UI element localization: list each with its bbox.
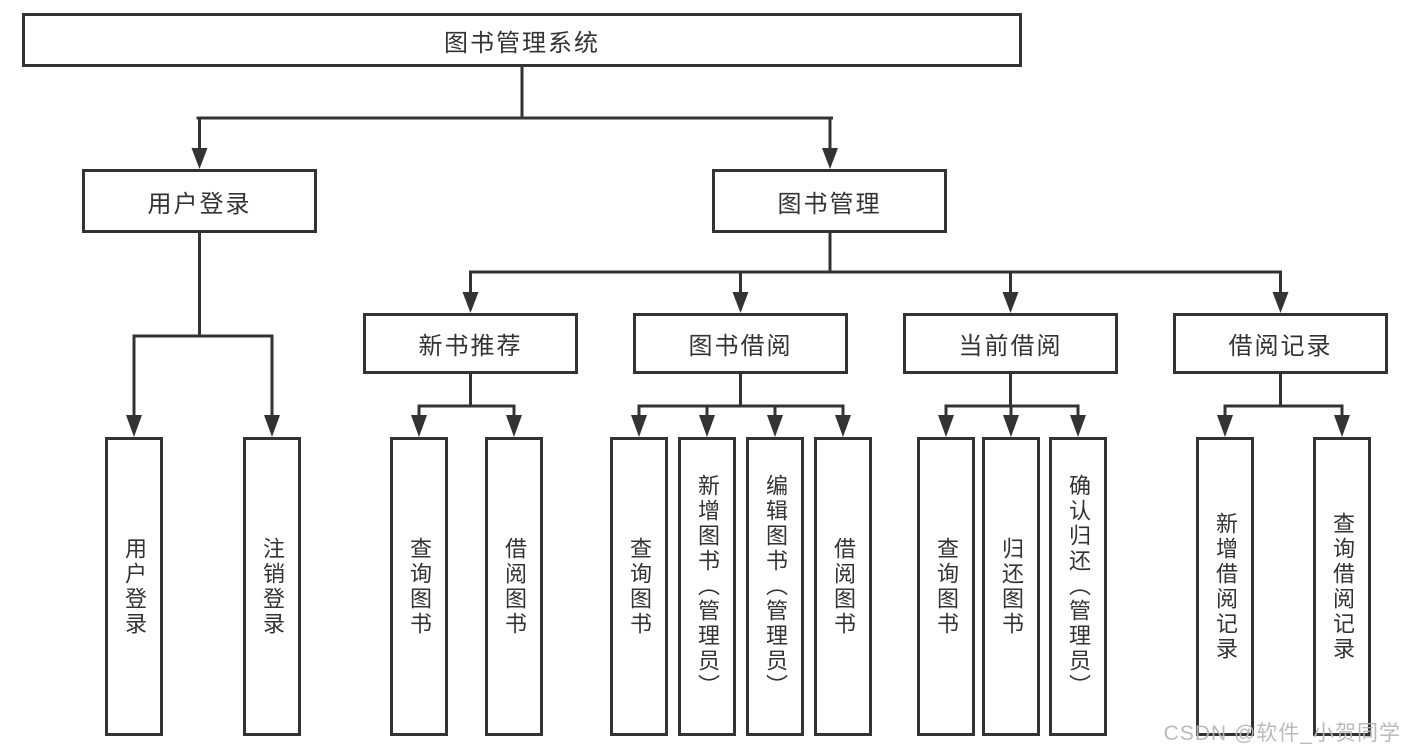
leaf-query-borrow-record: 查询借阅记录 [1313,437,1371,736]
node-new-book-recommend: 新书推荐 [363,313,578,374]
leaf-user-login: 用户登录 [105,437,163,736]
leaf-add-books-admin: 新增图书（管理员） [678,437,736,736]
leaf-add-borrow-record-label: 新增借阅记录 [1213,511,1238,662]
leaf-add-borrow-record: 新增借阅记录 [1196,437,1254,736]
leaf-logout-label: 注销登录 [260,536,285,637]
leaf-query-books-recommend-label: 查询图书 [407,536,432,637]
leaf-query-books-borrow: 查询图书 [610,437,668,736]
leaf-query-books-current: 查询图书 [917,437,975,736]
node-user-login: 用户登录 [82,169,317,233]
node-current-borrow: 当前借阅 [903,313,1118,374]
leaf-borrow-books-recommend-label: 借阅图书 [502,536,527,637]
leaf-query-books-recommend: 查询图书 [390,437,448,736]
leaf-add-books-admin-label: 新增图书（管理员） [695,474,720,699]
leaf-borrow-books-label: 借阅图书 [831,536,856,637]
node-root-system: 图书管理系统 [22,13,1022,67]
leaf-borrow-books: 借阅图书 [814,437,872,736]
leaf-return-books-label: 归还图书 [999,536,1024,637]
leaf-query-borrow-record-label: 查询借阅记录 [1330,511,1355,662]
leaf-confirm-return-admin: 确认归还（管理员） [1049,437,1107,736]
leaf-confirm-return-admin-label: 确认归还（管理员） [1066,474,1091,699]
leaf-query-books-borrow-label: 查询图书 [627,536,652,637]
leaf-edit-books-admin: 编辑图书（管理员） [746,437,804,736]
csdn-watermark: CSDN @软件_小贺同学 [1163,722,1401,745]
leaf-query-books-current-label: 查询图书 [934,536,959,637]
leaf-borrow-books-recommend: 借阅图书 [485,437,543,736]
node-borrow-records: 借阅记录 [1173,313,1388,374]
leaf-return-books: 归还图书 [982,437,1040,736]
node-book-management: 图书管理 [712,169,947,233]
leaf-logout: 注销登录 [243,437,301,736]
leaf-edit-books-admin-label: 编辑图书（管理员） [763,474,788,699]
leaf-user-login-label: 用户登录 [122,536,147,637]
node-book-borrow: 图书借阅 [633,313,848,374]
